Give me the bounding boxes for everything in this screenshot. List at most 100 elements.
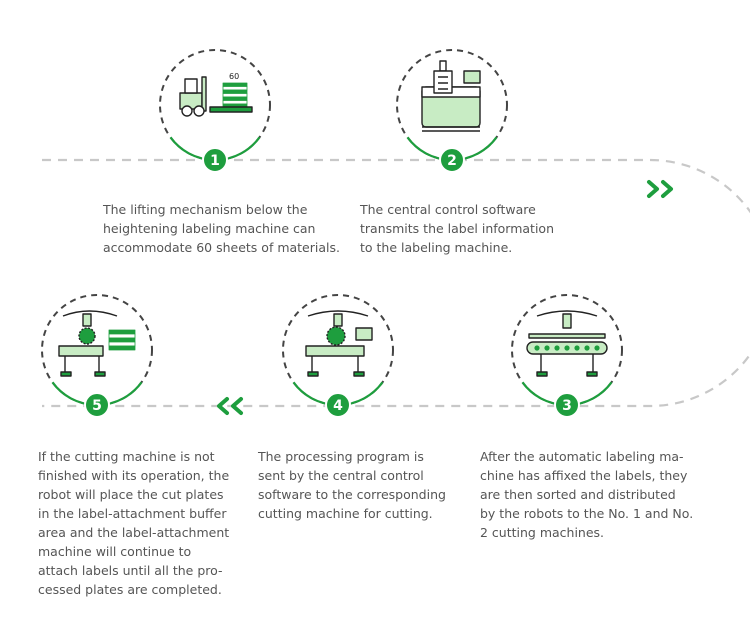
step-number: 2 (447, 153, 457, 169)
step-4-node: 4 (282, 294, 394, 418)
chevron-right-icon (647, 180, 673, 198)
icon-part (536, 310, 598, 317)
icon-part (353, 371, 365, 377)
step-ring (41, 294, 153, 406)
icon-roller (594, 345, 600, 351)
step-5-line: machine will continue to (38, 544, 192, 559)
step-3-line: chine has affixed the labels, they (480, 468, 688, 483)
icon-part (82, 313, 92, 327)
step-1-line: accommodate 60 sheets of materials. (103, 240, 340, 255)
icon-part (438, 76, 448, 90)
icon-sheet (222, 96, 248, 101)
chevron-right-icon-stroke (647, 180, 659, 198)
step-5-node: 5 (41, 294, 153, 418)
step-5-line: If the cutting machine is not (38, 449, 215, 464)
icon-part (307, 371, 319, 377)
step-number: 3 (562, 398, 572, 414)
icon-part (94, 371, 106, 377)
icon-sheet (222, 100, 248, 105)
chevron-left-icon (217, 397, 243, 415)
step-3-line: by the robots to the No. 1 and No. (480, 506, 694, 521)
step-5-line: finished with its operation, the (38, 468, 230, 483)
icon-part (60, 371, 72, 377)
step-5-line: robot will place the cut plates (38, 487, 224, 502)
step-badge (84, 392, 110, 418)
step-badge (439, 147, 465, 173)
step-3-description: After the automatic labeling ma- chine h… (480, 447, 720, 542)
step-number: 5 (92, 398, 102, 414)
step-badge (202, 147, 228, 173)
icon-saw (78, 327, 96, 345)
icon-roller (534, 345, 540, 351)
icon-part (62, 310, 118, 317)
icon-sheet (222, 89, 248, 94)
step-4-line: sent by the central control (258, 468, 424, 483)
icon-part (540, 354, 594, 372)
step-number: 4 (333, 398, 343, 414)
step-ring (511, 294, 623, 406)
step-3-line: 2 cutting machines. (480, 525, 605, 540)
icon-sheet (108, 329, 136, 335)
step-4-line: cutting machine for cutting. (258, 506, 433, 521)
step-5-line: attach labels until all the pro- (38, 563, 223, 578)
icon-part (463, 70, 481, 84)
conveyor-robot-icon (526, 310, 608, 377)
icon-part (536, 371, 548, 377)
step-ring (396, 49, 508, 161)
step-3-line: are then sorted and distributed (480, 487, 676, 502)
chevron-right-icon-stroke (661, 180, 673, 198)
step-5-line: in the label-attachment buffer (38, 506, 227, 521)
step-4-line: The processing program is (258, 449, 424, 464)
step-3-node: 3 (511, 294, 623, 418)
icon-part (193, 105, 205, 117)
icon-saw (326, 326, 346, 346)
flow-path (42, 158, 750, 408)
icon-part (528, 333, 606, 339)
step-2-line: to the labeling machine. (360, 240, 513, 255)
cutting-machine-icon (305, 310, 373, 377)
step-1-node: 60 1 (159, 49, 271, 173)
step-2-line: transmits the label information (360, 221, 555, 236)
icon-part (333, 313, 343, 327)
icon-sheet (108, 333, 136, 339)
step-5-description: If the cutting machine is not finished w… (38, 447, 253, 599)
icon-roller (544, 345, 550, 351)
icon-part (355, 327, 373, 341)
icon-sheet (108, 341, 136, 347)
icon-roller (574, 345, 580, 351)
icon-label: 60 (229, 72, 239, 81)
step-5-line: cessed plates are completed. (38, 582, 222, 597)
icon-sheet (108, 345, 136, 351)
icon-part (64, 356, 100, 372)
icon-part (422, 126, 480, 132)
step-2-description: The central control software transmits t… (360, 200, 590, 257)
step-2-node: 2 (396, 49, 508, 173)
icon-part (181, 105, 193, 117)
icon-part (439, 60, 447, 72)
step-1-line: The lifting mechanism below the (103, 202, 308, 217)
icon-part (58, 345, 104, 357)
icon-roller (584, 345, 590, 351)
step-1-description: The lifting mechanism below the heighten… (103, 200, 348, 257)
icon-sheet (108, 337, 136, 343)
step-number: 1 (210, 153, 220, 169)
chevron-left-icon-stroke (231, 397, 243, 415)
step-badge (554, 392, 580, 418)
step-4-line: software to the corresponding (258, 487, 446, 502)
icon-sheet (222, 93, 248, 98)
icon-part (586, 371, 598, 377)
icon-roller (554, 345, 560, 351)
step-ring (282, 294, 394, 406)
icon-sheet (222, 86, 248, 91)
icon-part (209, 106, 253, 113)
step-5-line: area and the label-attachment (38, 525, 230, 540)
icon-sheet (222, 82, 248, 87)
icon-roller (564, 345, 570, 351)
step-2-line: The central control software (360, 202, 536, 217)
icon-part (305, 345, 365, 357)
icon-part (201, 76, 207, 112)
icon-part (311, 356, 359, 372)
icon-part (307, 310, 369, 317)
buffer-area-icon (58, 310, 136, 377)
